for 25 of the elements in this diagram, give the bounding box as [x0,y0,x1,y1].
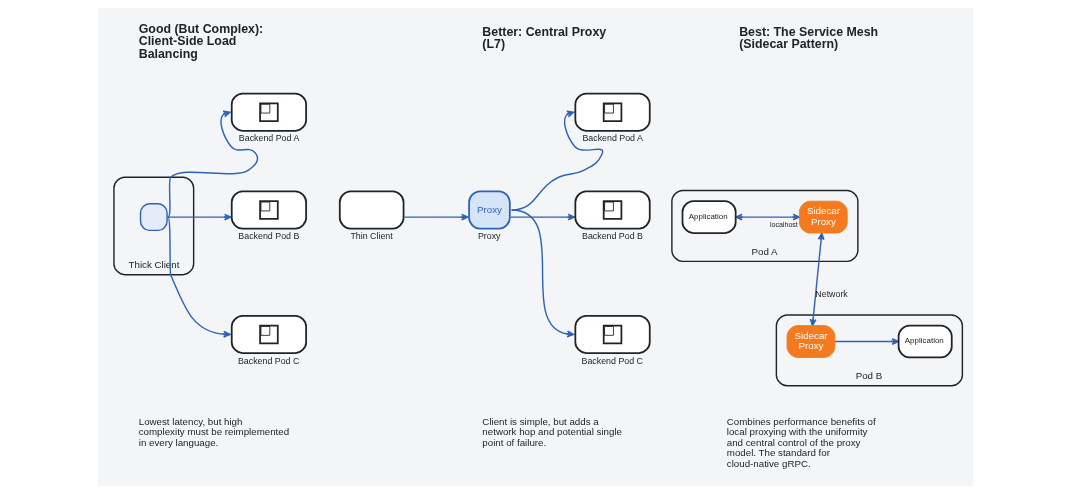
arrow [834,338,900,346]
label: Better: Central Proxy (L7) [482,24,607,52]
arrow [403,213,469,221]
node-label: Thin Client [350,231,393,242]
node-label: Backend Pod A [582,133,643,144]
node-box [139,203,168,232]
label: Good (But Complex): Client-Side Load Balancing [138,22,264,61]
edge-label: Network [815,288,848,299]
node-label: Backend Pod B [238,231,300,242]
label: Client is simple, but adds a network hop and potential single point of failure. [482,415,622,448]
arrow [167,216,231,338]
arrow [166,213,232,221]
node-label: Backend Pod B [582,231,643,242]
arrow [167,110,259,218]
label: Best: The Service Mesh (Sidecar Pattern) [739,24,879,52]
node-label: Proxy [477,231,501,242]
node-box: Application [897,324,953,359]
node-label: Backend Pod C [237,355,300,366]
node-box: Application [681,200,737,234]
node-box: Sidecar Proxy [798,200,848,234]
label: Combines performance benefits of local proxying with the uniformity and central control of the proxy model. The standard for cloud-native gRPC. [726,415,876,470]
node-label: Backend Pod A [238,133,300,144]
label: Lowest latency, but high complexity must be reimplemented in every language. [138,415,290,448]
node-box: Sidecar Proxy [786,325,836,358]
node-label: Backend Pod C [581,355,644,366]
